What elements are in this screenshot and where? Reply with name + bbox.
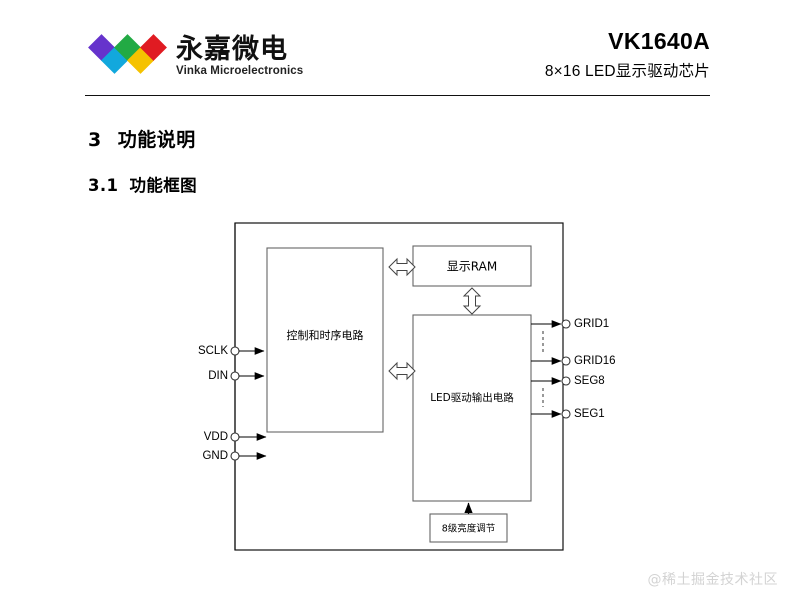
pin-circle-gnd <box>230 451 240 461</box>
pin-circle-din <box>230 371 240 381</box>
logo-text-group: 永嘉微电 Vinka Microelectronics <box>176 36 303 78</box>
pin-label-sclk: SCLK <box>198 345 228 357</box>
block-display-ram-label: 显示RAM <box>447 260 497 274</box>
company-logo: 永嘉微电 Vinka Microelectronics <box>88 34 303 80</box>
section-heading-functional-description: 3 功能说明 <box>88 125 196 152</box>
section-title: 功能说明 <box>117 129 196 151</box>
bidir-arrow-control-driver <box>388 361 416 381</box>
pin-circle-sclk <box>230 346 240 356</box>
watermark: @稀土掘金技术社区 <box>647 572 778 588</box>
pin-label-seg1: SEG1 <box>574 408 605 420</box>
block-led-driver-label: LED驱动输出电路 <box>430 391 514 404</box>
logo-company-name-en: Vinka Microelectronics <box>176 65 304 78</box>
block-display-ram <box>412 245 532 287</box>
pin-circle-grid16 <box>561 356 571 366</box>
bidir-arrow-control-ram <box>388 257 416 277</box>
pin-label-gnd: GND <box>202 450 228 462</box>
pin-circle-vdd <box>230 432 240 442</box>
subsection-number: 3.1 <box>88 176 119 195</box>
pin-label-grid1: GRID1 <box>574 318 609 330</box>
part-number: VK1640A <box>608 28 710 54</box>
header-divider <box>85 95 710 96</box>
pin-label-din: DIN <box>208 370 228 382</box>
logo-company-name-cn: 永嘉微电 <box>176 34 288 66</box>
header-title-group: VK1640A 8×16 LED显示驱动芯片 <box>545 28 710 81</box>
block-led-driver <box>412 314 532 502</box>
block-control-timing <box>266 247 384 433</box>
section-number: 3 <box>88 129 102 151</box>
subsection-title: 功能框图 <box>129 176 198 195</box>
part-subtitle: 8×16 LED显示驱动芯片 <box>545 59 710 81</box>
section-heading-block-diagram: 3.1 功能框图 <box>88 172 197 196</box>
pin-circle-seg8 <box>561 376 571 386</box>
pin-label-seg8: SEG8 <box>574 375 605 387</box>
pin-circle-seg1 <box>561 409 571 419</box>
pin-circle-grid1 <box>561 319 571 329</box>
block-control-timing-label: 控制和时序电路 <box>287 328 364 342</box>
part-subtitle-suffix: 显示驱动芯片 <box>615 62 710 81</box>
document-header: 永嘉微电 Vinka Microelectronics VK1640A 8×16… <box>0 0 793 100</box>
bidir-arrow-ram-driver <box>462 287 482 315</box>
block-brightness-label: 8级亮度调节 <box>442 523 496 535</box>
pin-label-grid16: GRID16 <box>574 355 616 367</box>
pin-label-vdd: VDD <box>204 431 228 443</box>
part-subtitle-prefix: 8×16 LED <box>544 63 616 81</box>
